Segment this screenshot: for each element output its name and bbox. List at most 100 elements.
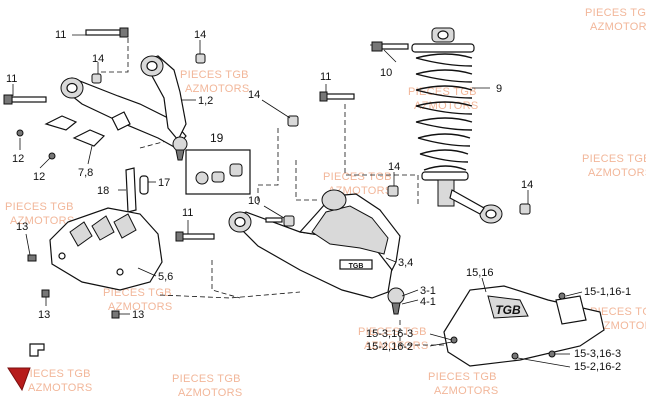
watermark-text: PIECES TGB <box>590 306 646 318</box>
bolt-shank <box>11 96 47 103</box>
shock-absorber <box>371 27 531 224</box>
shock-bottom-hole <box>485 209 497 219</box>
dashed-line <box>100 30 129 73</box>
callout-label: 11 <box>182 207 193 219</box>
dashed-line <box>399 320 471 346</box>
mud-guard <box>27 207 163 319</box>
tgb-badge-text: TGB <box>349 263 364 270</box>
watermark-text: AZMOTORS <box>434 385 499 397</box>
leader <box>39 157 51 169</box>
upper-arm-front-link <box>141 55 187 142</box>
guard-screw <box>41 289 50 298</box>
skid-bolt <box>558 292 566 300</box>
spring-bottom-seat <box>421 171 469 181</box>
callout-label: 13 <box>38 309 50 321</box>
watermark-text: PIECES TGB <box>5 201 74 213</box>
callout-label: 15,16 <box>466 267 494 279</box>
callout-label: 19 <box>210 131 224 145</box>
lock-nut <box>195 53 206 64</box>
callout-label: 14 <box>92 53 104 65</box>
callout-label: 18 <box>97 185 109 197</box>
guard-screw <box>111 310 120 319</box>
brake-hose-bracket <box>111 111 131 131</box>
callout-label: 9 <box>496 83 502 95</box>
watermark-text: AZMOTORS <box>588 167 646 179</box>
upper-ball-joint <box>172 136 188 152</box>
watermark-text: AZMOTORS <box>590 21 646 33</box>
lower-a-arm: TGB <box>175 91 405 315</box>
kit-washer <box>195 171 209 185</box>
upper-bolt-head <box>319 91 328 102</box>
leader <box>137 267 157 277</box>
kit-bushing <box>211 171 225 183</box>
skid-bolt <box>511 352 519 360</box>
mounting-hole <box>116 268 124 276</box>
callout-label: 3-1 <box>420 285 436 297</box>
callout-labels: 11 14 14 11 1,2 12 12 7,8 19 18 17 14 11… <box>6 29 631 373</box>
callout-label: 10 <box>248 195 260 207</box>
ball-joint-stud <box>175 149 185 161</box>
callout-label: 3,4 <box>398 257 413 269</box>
hose-clip <box>72 129 106 147</box>
lock-nut <box>287 115 299 127</box>
dashed-line <box>257 128 279 205</box>
shock-bolt-shank <box>381 43 409 50</box>
bushing-hole <box>66 82 78 94</box>
watermark-text: PIECES TGB <box>585 7 646 19</box>
callout-label: 15-2,16-2 <box>574 361 621 373</box>
leader <box>383 49 397 63</box>
leader <box>429 333 453 341</box>
watermark-text: PIECES TGB <box>323 171 392 183</box>
leader <box>565 291 583 297</box>
leader <box>261 99 291 119</box>
lock-nut <box>283 215 295 227</box>
bushing-kit-19 <box>125 149 251 213</box>
callout-label: 5,6 <box>158 271 173 283</box>
callout-label: 13 <box>16 221 28 233</box>
dashed-line <box>295 160 318 201</box>
red-triangle-icon <box>7 367 31 392</box>
leader <box>481 277 487 293</box>
watermark-text: PIECES TGB <box>358 326 427 338</box>
callout-label: 4-1 <box>420 296 436 308</box>
watermark-text: AZMOTORS <box>178 387 243 399</box>
lower-arm-bolt-shank <box>181 233 215 240</box>
upper-arm-hardware <box>3 27 206 160</box>
leader <box>517 357 571 368</box>
shock-top-eye <box>437 30 449 40</box>
spring-top-seat <box>411 43 475 53</box>
part-17-sleeve <box>139 175 149 195</box>
watermark-text: AZMOTORS <box>28 382 93 394</box>
callout-label: 15-1,16-1 <box>584 286 631 298</box>
callout-label: 17 <box>158 177 170 189</box>
mud-guard-ribs <box>69 213 137 247</box>
leader <box>87 145 93 165</box>
lock-nut <box>519 203 531 215</box>
callout-label: 13 <box>132 309 144 321</box>
skid-plate-logo-bg <box>487 295 529 319</box>
skid-plate: TGB <box>443 285 605 367</box>
bushing-hole <box>146 60 158 72</box>
lower-ball-joint <box>387 287 405 305</box>
kit-sleeve <box>229 163 243 177</box>
dashed-line <box>344 104 419 205</box>
leader <box>401 289 419 297</box>
watermark-text: PIECES TGB <box>172 373 241 385</box>
callout-label: 11 <box>55 29 66 41</box>
bolt-head <box>3 94 13 105</box>
watermark-text: PIECES TGB <box>428 371 497 383</box>
leader <box>385 257 397 263</box>
watermark-layer: PIECES TGB AZMOTORS PIECES TGB AZMOTORS … <box>5 7 646 399</box>
callout-label: 11 <box>320 71 331 83</box>
lock-nut <box>91 73 102 84</box>
callout-label: 14 <box>521 179 533 191</box>
leader <box>263 205 285 219</box>
watermark-text: AZMOTORS <box>364 340 429 352</box>
callout-label: 14 <box>388 161 400 173</box>
callout-label: 14 <box>194 29 206 41</box>
hose-clip <box>44 115 78 131</box>
watermark-text: AZMOTORS <box>185 83 250 95</box>
part-18-shaft <box>125 167 137 213</box>
